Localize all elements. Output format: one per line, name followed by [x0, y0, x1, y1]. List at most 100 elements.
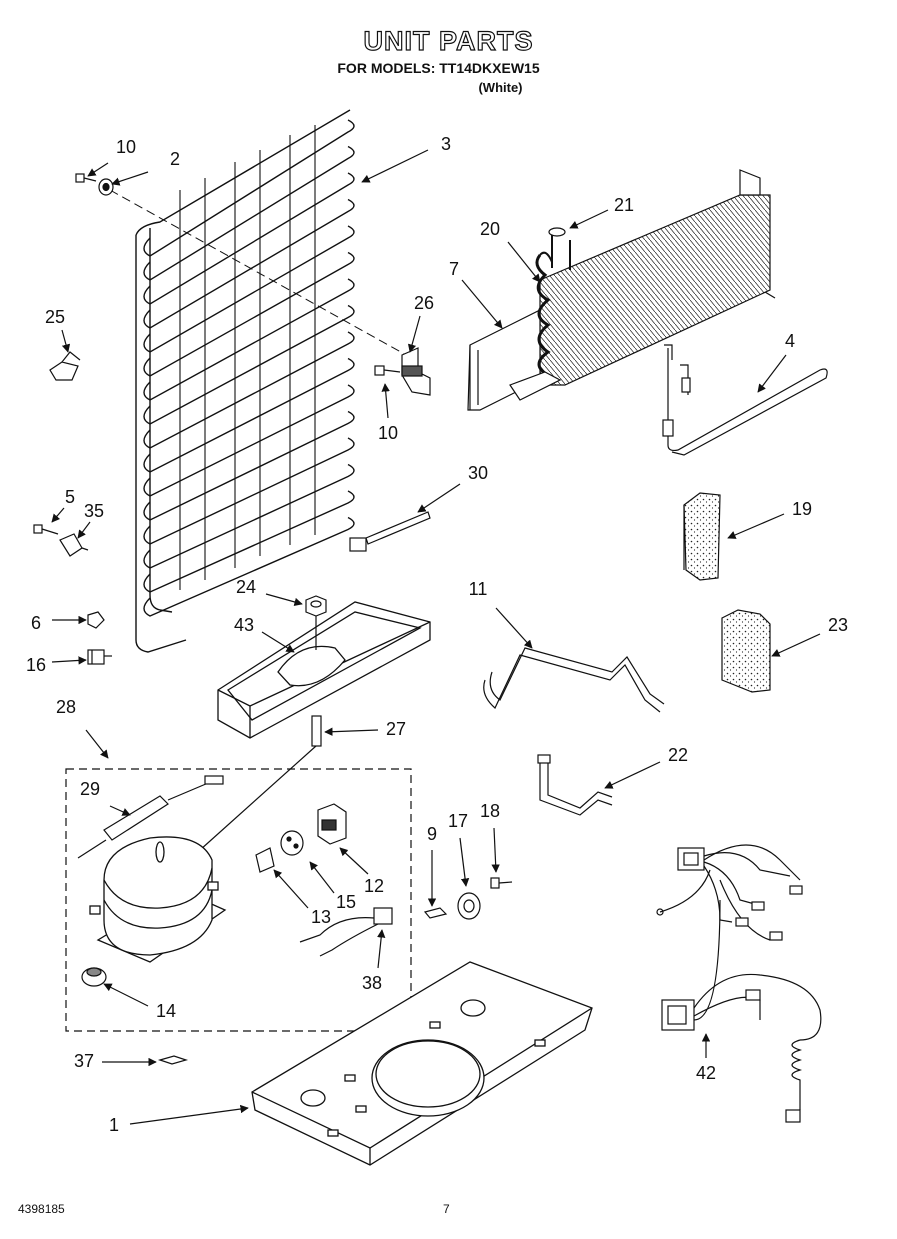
leader-arrow: [461, 279, 503, 329]
clip-part-37: [157, 1055, 189, 1065]
nut-part-24: [305, 595, 327, 650]
callout-label: 4: [785, 331, 795, 351]
tube-part-11: [483, 647, 665, 713]
callout-label: 35: [84, 501, 104, 521]
callout-label: 17: [448, 811, 468, 831]
leader-arrow: [61, 329, 71, 353]
callout-label: 21: [614, 195, 634, 215]
coil-loop: [143, 490, 355, 593]
leader-arrow: [324, 727, 379, 736]
leader-arrow: [51, 656, 87, 665]
page-number: 7: [443, 1202, 450, 1216]
clip-part-6: [87, 611, 105, 629]
insulation-pad-part-19: [683, 492, 721, 581]
callout-label: 16: [26, 655, 46, 675]
coil-loop: [143, 516, 355, 617]
leader-arrow: [377, 929, 386, 969]
callout-27: 27: [324, 719, 406, 739]
callout-label: 22: [668, 745, 688, 765]
compressor: [89, 836, 227, 963]
page-title: UNIT PARTS: [363, 25, 534, 56]
assembly-guide-line: [109, 189, 409, 357]
leader-arrow: [111, 171, 149, 186]
callout-12: 12: [339, 847, 384, 896]
leader-arrow: [569, 209, 609, 229]
leader-arrow: [407, 315, 421, 353]
callout-21: 21: [569, 195, 634, 229]
screw-part-5: [33, 524, 59, 535]
callout-28: 28: [56, 697, 109, 759]
clip-part-25: [49, 351, 81, 381]
callout-label: 20: [480, 219, 500, 239]
callout-label: 42: [696, 1063, 716, 1083]
callout-label: 30: [468, 463, 488, 483]
models-line: FOR MODELS: TT14DKXEW15: [337, 60, 540, 76]
leader-arrow: [265, 593, 303, 607]
coil-loop: [143, 278, 355, 401]
callout-23: 23: [771, 615, 848, 657]
leader-arrow: [495, 607, 533, 649]
leader-arrow: [85, 729, 109, 759]
coil-loop: [143, 225, 355, 353]
callout-label: 26: [414, 293, 434, 313]
condenser-coil: [135, 109, 355, 653]
callout-42: 42: [696, 1033, 716, 1083]
drier-part-27: [199, 715, 322, 851]
coil-loop: [143, 463, 355, 569]
base-plate-part-1: [251, 961, 593, 1166]
callout-label: 14: [156, 1001, 176, 1021]
grommet-part-17: [457, 892, 481, 920]
coil-loop: [143, 304, 355, 425]
callout-3: 3: [361, 134, 451, 183]
callout-24: 24: [236, 577, 303, 607]
callout-17: 17: [448, 811, 470, 887]
grommet-part-14: [81, 967, 107, 987]
color-line: (White): [478, 80, 523, 95]
compressor-kit-boundary: [65, 768, 412, 1032]
callout-20: 20: [480, 219, 541, 283]
screw-part-18: [490, 877, 513, 889]
leader-arrow: [459, 837, 470, 887]
screw-part-10: [75, 173, 97, 183]
clip-part-9: [423, 907, 448, 919]
relay-part-12: [317, 803, 347, 845]
tube-part-22: [537, 754, 613, 816]
callout-35: 35: [77, 501, 104, 539]
coil-loop: [143, 437, 355, 545]
callout-label: 37: [74, 1051, 94, 1071]
coil-loop: [143, 410, 355, 521]
callout-label: 6: [31, 613, 41, 633]
cover-part-13: [255, 847, 275, 873]
leader-arrow: [261, 631, 295, 653]
callout-25: 25: [45, 307, 71, 353]
leader-arrow: [109, 805, 131, 816]
callout-label: 28: [56, 697, 76, 717]
callout-label: 15: [336, 892, 356, 912]
insulation-pad-part-23: [721, 609, 771, 693]
callout-label: 13: [311, 907, 331, 927]
callout-14: 14: [103, 983, 176, 1021]
document-number: 4398185: [18, 1202, 65, 1216]
callout-label: 5: [65, 487, 75, 507]
callout-13: 13: [273, 869, 331, 927]
callout-19: 19: [727, 499, 812, 539]
leader-arrow: [339, 847, 369, 875]
coil-loop: [143, 384, 355, 497]
callout-label: 7: [449, 259, 459, 279]
callout-label: 3: [441, 134, 451, 154]
sensor-part-30: [349, 511, 431, 552]
coil-loop: [143, 357, 355, 473]
callout-9: 9: [427, 824, 437, 907]
callout-label: 19: [792, 499, 812, 519]
leader-arrow: [757, 354, 787, 393]
callout-11: 11: [469, 579, 533, 649]
callout-4: 4: [757, 331, 795, 393]
callout-16: 16: [26, 655, 87, 675]
callout-5: 5: [51, 487, 75, 523]
callout-7: 7: [449, 259, 503, 329]
leader-arrow: [51, 507, 65, 523]
coil-loop: [143, 119, 355, 257]
callout-10: 10: [378, 383, 398, 443]
callout-26: 26: [407, 293, 434, 353]
